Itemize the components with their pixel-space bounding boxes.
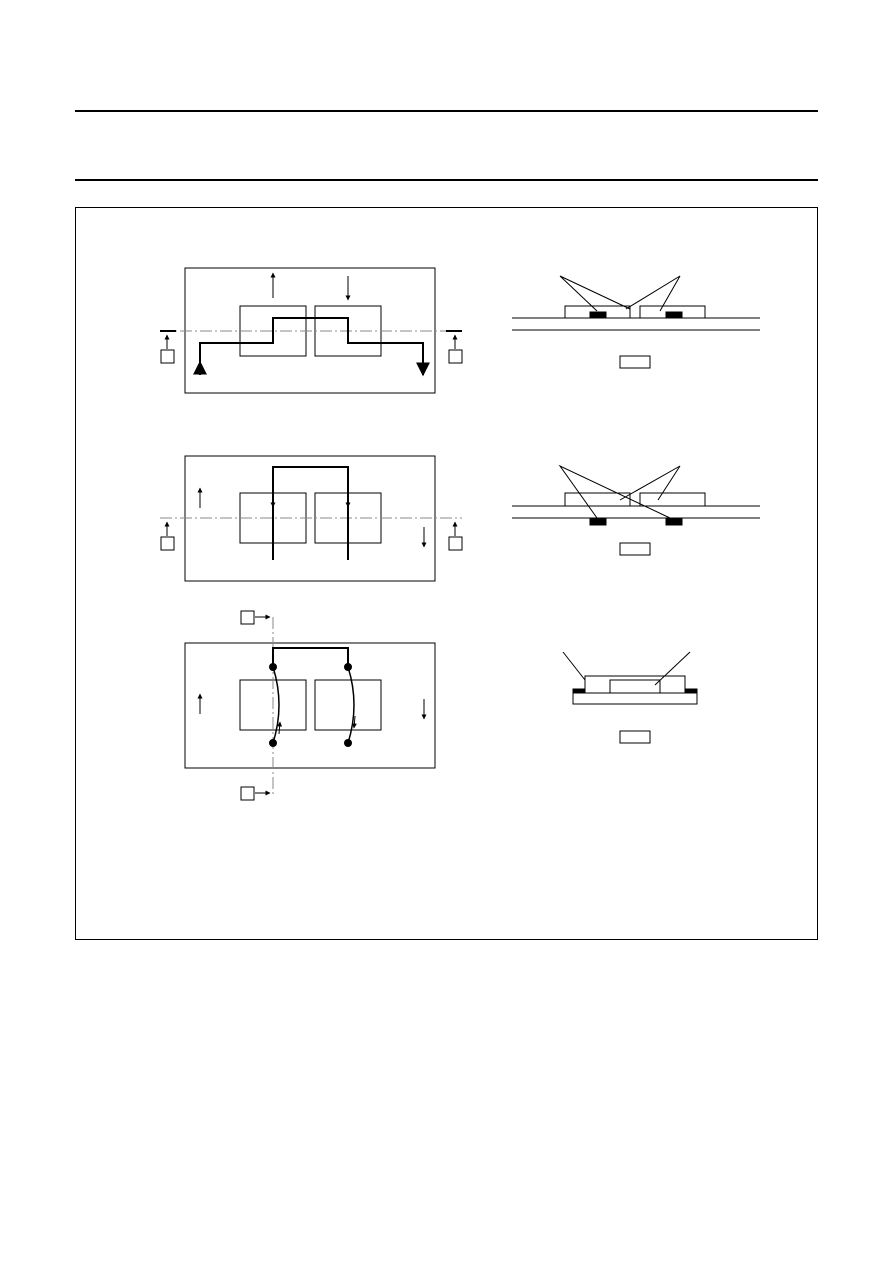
- view-3-bond-pad: [344, 663, 352, 671]
- view-2-current-path: [272, 466, 349, 560]
- section-1-leader-left: [559, 275, 631, 312]
- header-rule-top: [75, 110, 818, 112]
- section-1-conductor-left: [589, 311, 607, 319]
- section-1-conductor-right: [665, 311, 683, 319]
- section-view-2: [512, 464, 760, 556]
- header-rule-bottom: [75, 179, 818, 181]
- view-3-bond-bridge: [272, 647, 349, 667]
- view-3-wire-right: [347, 666, 355, 744]
- view-1-label-box-left: [160, 349, 175, 364]
- section-view-1: [512, 275, 760, 369]
- section-3-element-inner: [609, 679, 661, 694]
- view-3-label-box-bottom: [240, 786, 255, 801]
- figure-frame: [75, 207, 818, 940]
- view-3-outline: [184, 642, 436, 769]
- view-3-label-box-top: [240, 610, 255, 625]
- view-3-wire-arrow-right: [351, 715, 357, 729]
- view-1-current-path: [199, 317, 424, 375]
- section-2-label-box: [619, 542, 651, 556]
- section-3-leader-left: [562, 651, 586, 681]
- top-view-2: [160, 455, 463, 582]
- view-3-wire-arrow-left: [277, 721, 283, 735]
- section-2-element-right: [639, 492, 706, 507]
- view-1-label-box-right: [448, 349, 463, 364]
- top-view-1: [160, 267, 463, 394]
- section-2-leader-left: [558, 464, 671, 519]
- section-3-substrate: [572, 692, 698, 705]
- section-3-leader-right: [654, 651, 691, 686]
- section-view-3: [562, 651, 698, 744]
- view-2-label-box-right: [448, 536, 463, 551]
- section-2-leader-right: [619, 465, 681, 501]
- section-2-conductor-left: [589, 517, 607, 526]
- view-3-bond-pad: [269, 663, 277, 671]
- view-2-label-box-left: [160, 536, 175, 551]
- section-1-leader-right: [625, 275, 681, 312]
- view-3-bond-pad: [269, 739, 277, 747]
- view-3-element-right: [314, 679, 382, 731]
- section-3-label-box: [619, 730, 651, 744]
- section-2-conductor-right: [665, 517, 683, 526]
- section-1-label-box: [619, 355, 651, 369]
- view-3-bond-pad: [344, 739, 352, 747]
- top-view-3: [184, 610, 436, 801]
- view-3-wire-left: [272, 666, 280, 744]
